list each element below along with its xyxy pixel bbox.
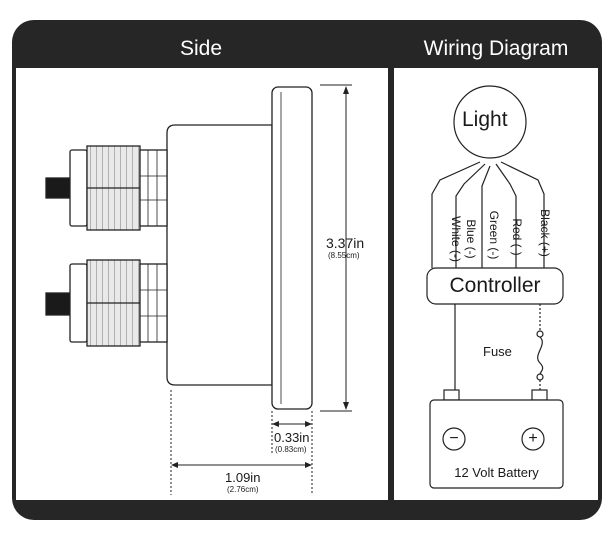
light-circle	[453, 85, 527, 159]
gauge-body	[166, 124, 273, 386]
battery-body	[429, 399, 564, 489]
wire-black	[500, 161, 545, 268]
controller-label: Controller	[449, 274, 541, 297]
upper-connector	[45, 145, 168, 231]
wire-label-black: Black (+)	[538, 209, 552, 257]
height-dimension-metric: (8.55cm)	[328, 251, 360, 260]
battery-plus-circle	[521, 427, 545, 451]
wire-red	[495, 163, 517, 268]
light-label: Light	[462, 108, 508, 131]
wire-white	[431, 161, 481, 268]
controller-box	[426, 267, 564, 305]
bezel-dimension-label: 0.33in	[274, 430, 310, 445]
wire-label-blue: Blue (-)	[464, 219, 478, 259]
height-dimension-label: 3.37in	[326, 235, 365, 251]
wiring-panel-title: Wiring Diagram	[423, 37, 569, 60]
dimension-lines	[170, 84, 352, 495]
wire-green	[481, 165, 491, 268]
battery-label: 12 Volt Battery	[454, 465, 539, 480]
fuse-symbol	[537, 336, 544, 375]
battery-plus-sign: +	[528, 430, 538, 447]
wire-blue	[455, 163, 486, 268]
lower-connector	[45, 259, 168, 347]
side-panel-title: Side	[179, 37, 223, 60]
bezel-dimension-metric: (0.83cm)	[275, 445, 307, 454]
gauge-bezel	[271, 86, 313, 410]
battery-terminal-positive	[531, 389, 548, 401]
wire-label-green: Green (-)	[487, 210, 501, 260]
side-view-drawing	[45, 86, 313, 410]
wiring-drawing	[426, 85, 564, 489]
battery-terminal-negative	[443, 389, 460, 401]
fuse-label: Fuse	[483, 344, 512, 359]
battery-minus-circle	[442, 427, 466, 451]
depth-dimension-label: 1.09in	[225, 470, 261, 485]
depth-dimension-metric: (2.76cm)	[227, 485, 259, 494]
wire-label-white: White (-)	[449, 216, 463, 262]
battery-minus-sign: −	[449, 430, 459, 447]
wire-label-red: Red (-)	[510, 218, 524, 256]
